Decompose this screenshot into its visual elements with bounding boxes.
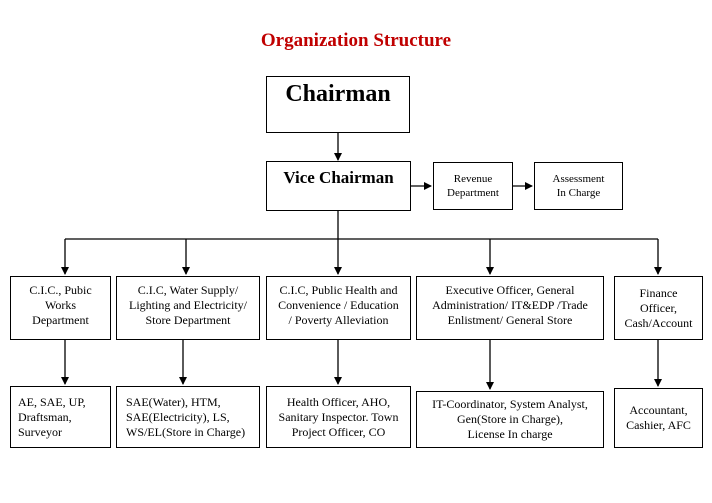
node-assessment-label: Assessment In Charge	[552, 173, 605, 199]
node-finance-officer-label: Finance Officer, Cash/Account	[624, 285, 693, 330]
node-staff-executive: IT-Coordinator, System Analyst, Gen(Stor…	[416, 391, 604, 448]
node-executive-officer-label: Executive Officer, General Administratio…	[432, 283, 588, 327]
node-staff-finance-label: Accountant, Cashier, AFC	[626, 403, 691, 432]
node-cic-public-works: C.I.C., Pubic Works Department	[10, 276, 111, 340]
node-finance-officer: Finance Officer, Cash/Account	[614, 276, 703, 340]
node-chairman-label: Chairman	[285, 81, 391, 107]
node-executive-officer: Executive Officer, General Administratio…	[416, 276, 604, 340]
node-cic-public-health-label: C.I.C, Public Health and Convenience / E…	[278, 283, 399, 327]
node-cic-water-supply-label: C.I.C, Water Supply/ Lighting and Electr…	[129, 283, 247, 327]
node-chairman: Chairman	[266, 76, 410, 133]
node-cic-water-supply: C.I.C, Water Supply/ Lighting and Electr…	[116, 276, 260, 340]
node-staff-public-health-label: Health Officer, AHO, Sanitary Inspector.…	[278, 394, 399, 439]
node-vice-chairman-label: Vice Chairman	[283, 168, 394, 187]
node-cic-public-health: C.I.C, Public Health and Convenience / E…	[266, 276, 411, 340]
node-staff-water-supply-label: SAE(Water), HTM, SAE(Electricity), LS, W…	[126, 394, 246, 439]
node-revenue-department: Revenue Department	[433, 162, 513, 210]
node-revenue-label: Revenue Department	[447, 173, 499, 199]
node-staff-public-health: Health Officer, AHO, Sanitary Inspector.…	[266, 386, 411, 448]
node-staff-executive-label: IT-Coordinator, System Analyst, Gen(Stor…	[432, 397, 588, 441]
node-cic-public-works-label: C.I.C., Pubic Works Department	[29, 283, 92, 327]
page-title: Organization Structure	[260, 30, 452, 51]
node-vice-chairman: Vice Chairman	[266, 161, 411, 211]
node-staff-water-supply: SAE(Water), HTM, SAE(Electricity), LS, W…	[116, 386, 260, 448]
node-staff-public-works: AE, SAE, UP, Draftsman, Surveyor	[10, 386, 111, 448]
node-assessment-in-charge: Assessment In Charge	[534, 162, 623, 210]
node-staff-public-works-label: AE, SAE, UP, Draftsman, Surveyor	[18, 394, 86, 439]
node-staff-finance: Accountant, Cashier, AFC	[614, 388, 703, 448]
